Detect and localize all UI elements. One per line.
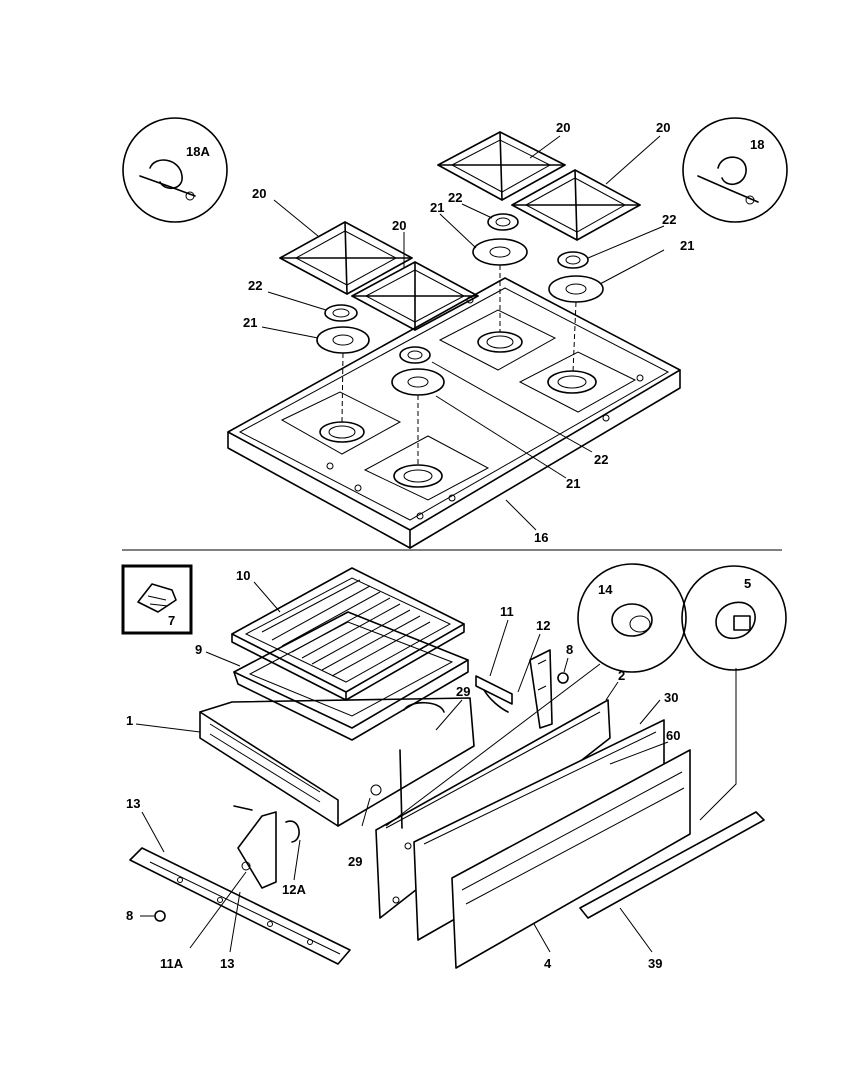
label-1: 1 bbox=[126, 713, 133, 728]
label-20: 20 bbox=[392, 218, 406, 233]
inset-7 bbox=[121, 564, 193, 635]
label-20: 20 bbox=[656, 120, 670, 135]
label-13: 13 bbox=[126, 796, 140, 811]
label-60: 60 bbox=[666, 728, 680, 743]
label-18a: 18A bbox=[186, 144, 210, 159]
label-21: 21 bbox=[430, 200, 444, 215]
burner-caps-rings bbox=[316, 213, 604, 465]
label-13: 13 bbox=[220, 956, 234, 971]
part-labels: 20 20 20 20 18A 18 22 22 22 22 21 21 21 … bbox=[126, 120, 764, 971]
broiler-pan bbox=[233, 611, 469, 741]
label-22: 22 bbox=[594, 452, 608, 467]
grate-front-right bbox=[351, 261, 479, 331]
label-12a: 12A bbox=[282, 882, 306, 897]
label-10: 10 bbox=[236, 568, 250, 583]
inset-14 bbox=[577, 563, 687, 673]
rail-13 bbox=[129, 847, 351, 965]
label-20: 20 bbox=[556, 120, 570, 135]
label-7: 7 bbox=[168, 613, 175, 628]
label-16: 16 bbox=[534, 530, 548, 545]
label-9: 9 bbox=[195, 642, 202, 657]
label-2: 2 bbox=[618, 668, 625, 683]
bracket-11a bbox=[233, 805, 300, 889]
label-21: 21 bbox=[680, 238, 694, 253]
label-8: 8 bbox=[126, 908, 133, 923]
label-11a: 11A bbox=[160, 956, 184, 971]
label-29: 29 bbox=[348, 854, 362, 869]
label-21: 21 bbox=[566, 476, 580, 491]
label-11: 11 bbox=[500, 604, 514, 619]
label-20: 20 bbox=[252, 186, 266, 201]
bottom-leaders bbox=[135, 581, 737, 953]
cooktop-assembly bbox=[227, 277, 681, 549]
label-12: 12 bbox=[536, 618, 550, 633]
label-39: 39 bbox=[648, 956, 662, 971]
label-18: 18 bbox=[750, 137, 764, 152]
handle-39 bbox=[579, 811, 765, 919]
label-4: 4 bbox=[544, 956, 552, 971]
grate-front-left bbox=[279, 221, 413, 295]
grate-rear-left bbox=[437, 131, 566, 201]
label-22: 22 bbox=[662, 212, 676, 227]
label-8: 8 bbox=[566, 642, 573, 657]
broiler-grid bbox=[231, 567, 465, 701]
screw-8 bbox=[154, 910, 166, 922]
top-leaders bbox=[261, 135, 665, 531]
inset-18a bbox=[122, 117, 228, 223]
inset-18 bbox=[682, 117, 788, 223]
drawer-frame bbox=[199, 697, 475, 827]
drawer-front bbox=[451, 749, 691, 969]
inset-5 bbox=[681, 565, 787, 671]
grate-rear-right bbox=[511, 169, 641, 241]
label-30: 30 bbox=[664, 690, 678, 705]
label-5: 5 bbox=[744, 576, 751, 591]
label-22: 22 bbox=[448, 190, 462, 205]
label-21: 21 bbox=[243, 315, 257, 330]
label-14: 14 bbox=[598, 582, 613, 597]
label-29: 29 bbox=[456, 684, 470, 699]
brackets-11-12 bbox=[475, 649, 569, 729]
label-22: 22 bbox=[248, 278, 262, 293]
